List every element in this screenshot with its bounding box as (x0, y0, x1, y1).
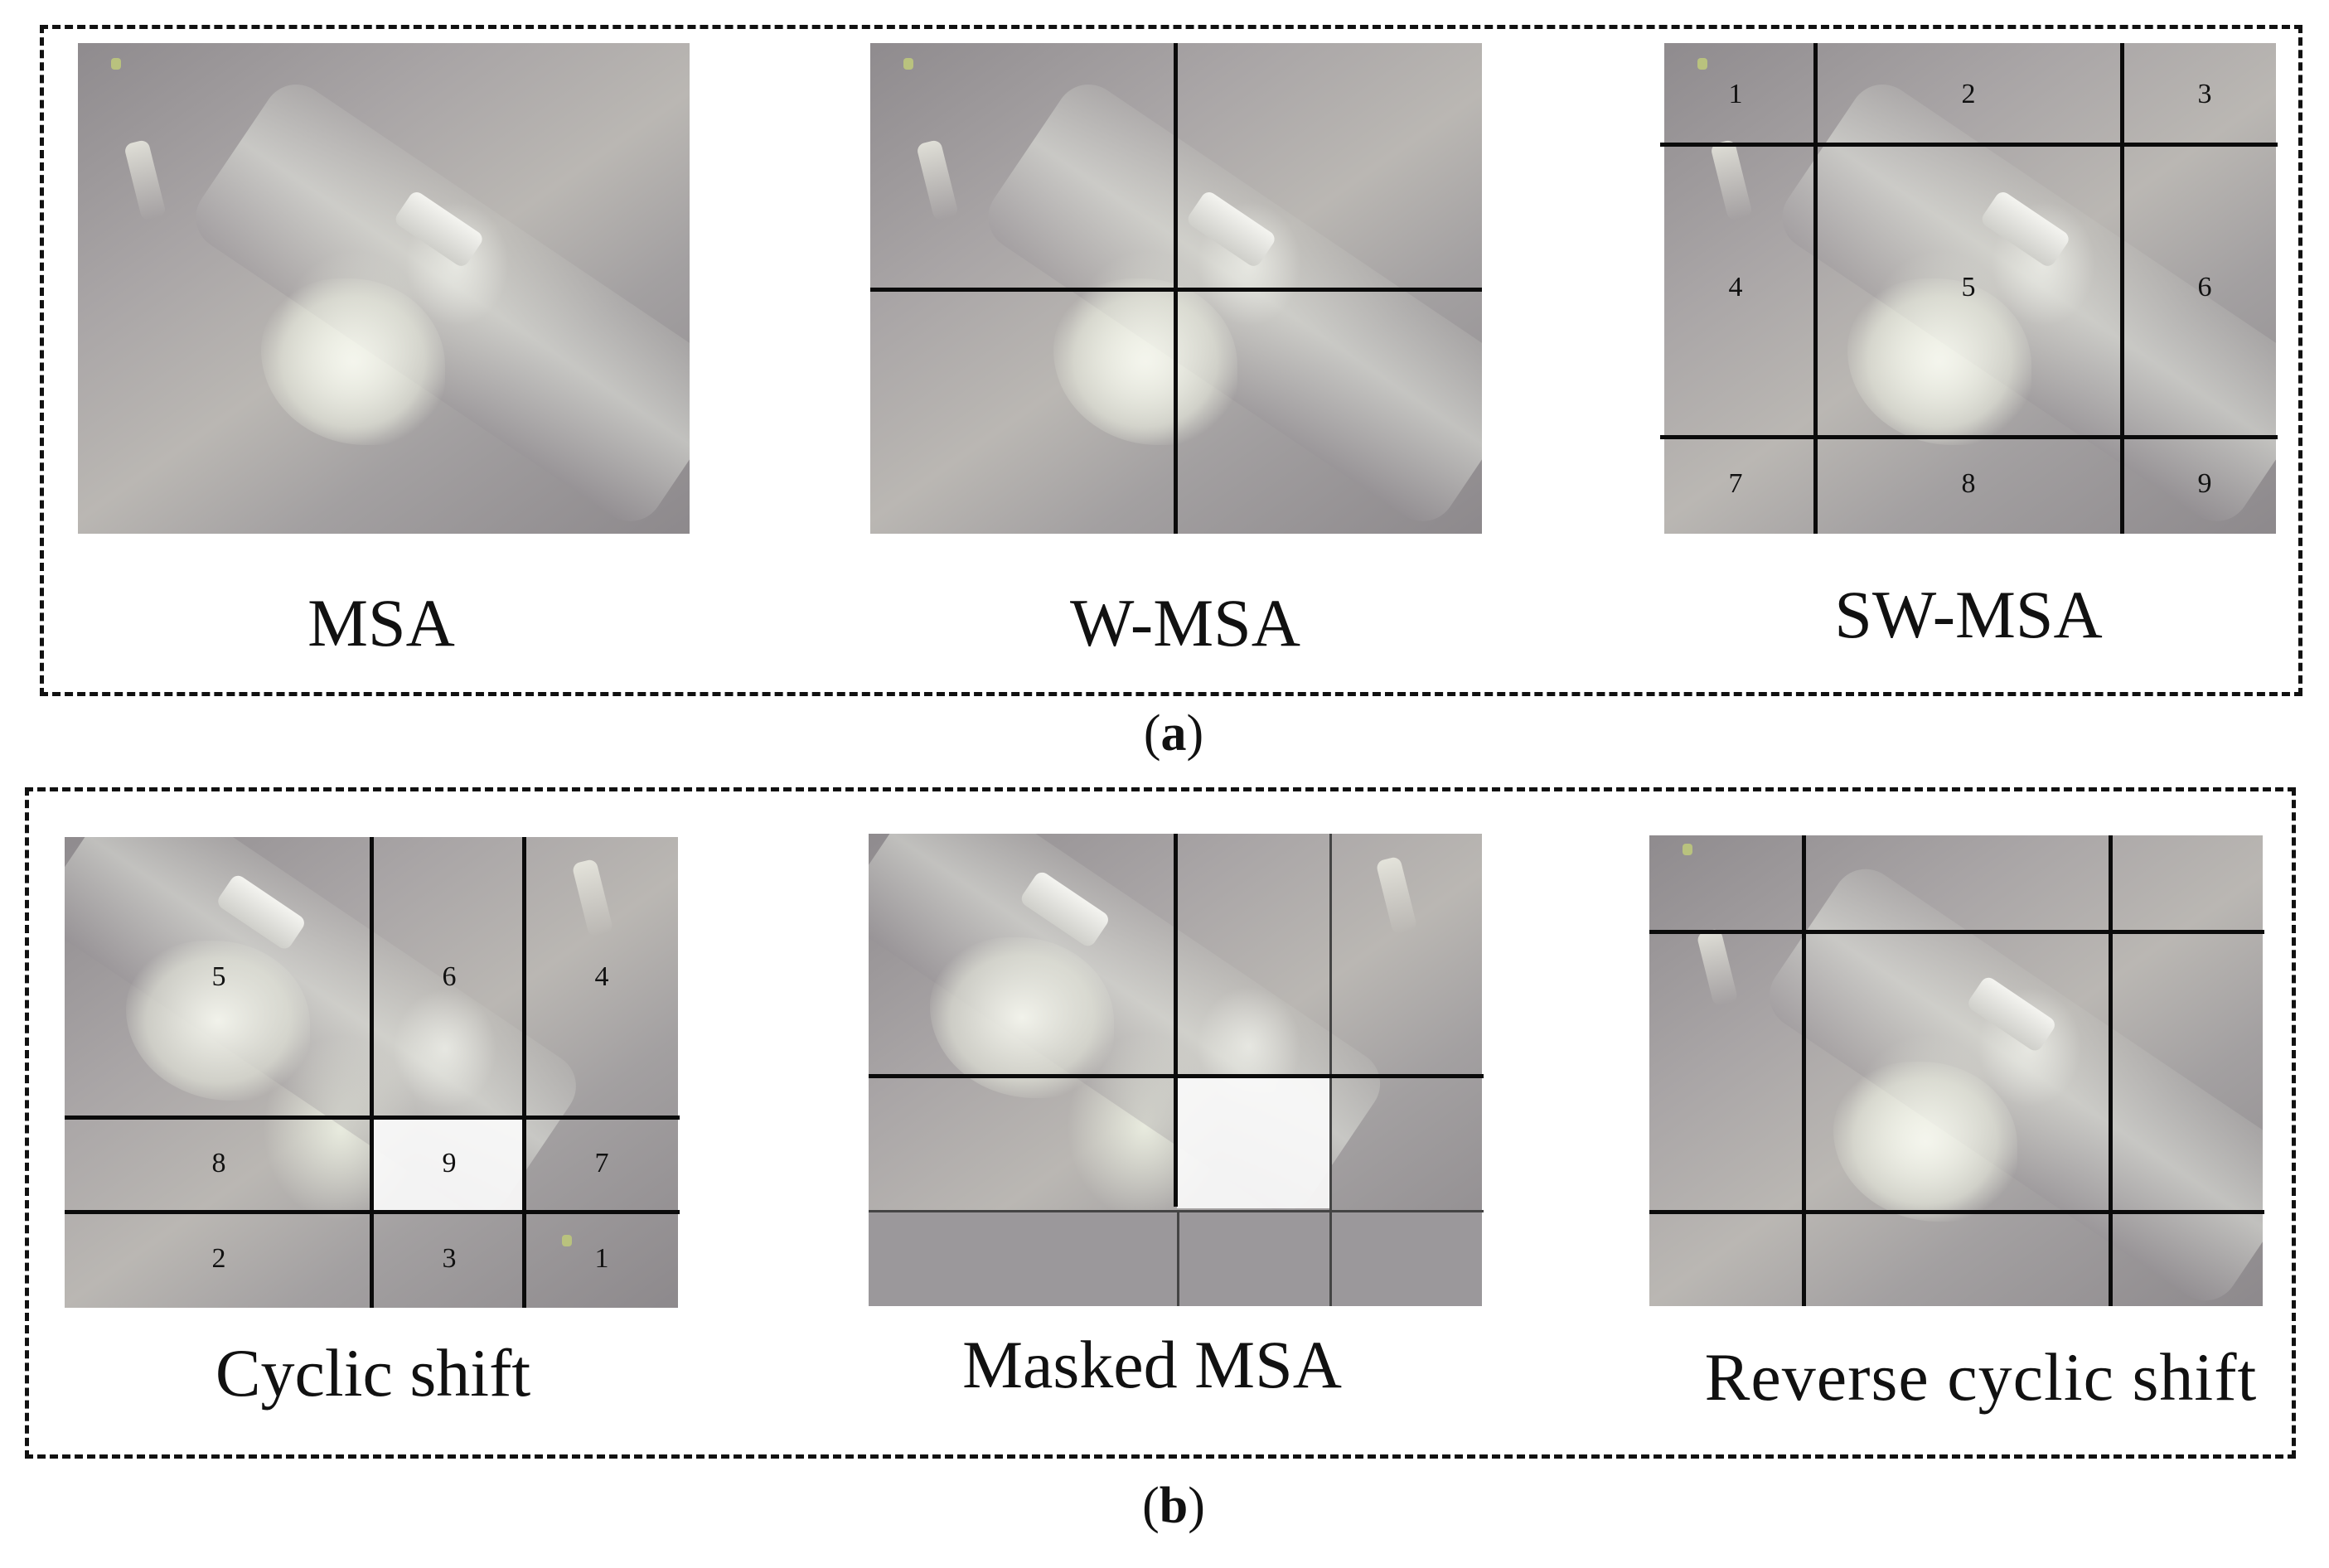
swmsa-window-3: 3 (2197, 79, 2212, 109)
reverse-divider-v1 (1802, 835, 1806, 1306)
cyclic-window-7: 7 (594, 1148, 609, 1178)
reverse-divider-h2 (1649, 1210, 2264, 1214)
swmsa-window-2: 2 (1961, 79, 1976, 109)
masked-msa-bottom-band (869, 1210, 1482, 1306)
caption-masked-msa: Masked MSA (962, 1327, 1342, 1402)
swmsa-window-8: 8 (1961, 468, 1976, 499)
masked-divider-v1 (1174, 834, 1178, 1207)
swmsa-divider-h2 (1660, 435, 2278, 439)
swmsa-divider-v2 (2120, 43, 2124, 534)
masked-divider-h2 (869, 1210, 1484, 1212)
masked-divider-v1-lower (1177, 1210, 1179, 1306)
masked-divider-v2 (1329, 834, 1332, 1306)
caption-wmsa: W-MSA (1070, 585, 1300, 661)
swmsa-window-9: 9 (2197, 468, 2212, 499)
cyclic-shift-highlight (373, 1119, 524, 1212)
panel-b-box (25, 787, 2296, 1459)
caption-cyclic-shift: Cyclic shift (215, 1335, 531, 1411)
caption-msa: MSA (307, 585, 455, 661)
cyclic-window-3: 3 (442, 1243, 457, 1274)
swmsa-image (1664, 43, 2276, 534)
panel-a-box (40, 25, 2302, 696)
cyclic-divider-h2 (65, 1210, 680, 1214)
swmsa-window-7: 7 (1728, 468, 1743, 499)
caption-reverse-cyclic-shift: Reverse cyclic shift (1704, 1339, 2258, 1415)
reverse-divider-h1 (1649, 930, 2264, 934)
cyclic-window-8: 8 (211, 1148, 226, 1178)
cyclic-window-5: 5 (211, 961, 226, 992)
cyclic-window-4: 4 (594, 961, 609, 992)
swmsa-window-5: 5 (1961, 272, 1976, 302)
cyclic-divider-h1 (65, 1116, 680, 1120)
masked-divider-h1 (869, 1074, 1484, 1078)
cyclic-window-9: 9 (442, 1148, 457, 1178)
cyclic-window-1: 1 (594, 1243, 609, 1274)
swmsa-divider-v1 (1813, 43, 1818, 534)
panel-letter-b: (b) (1142, 1478, 1205, 1534)
reverse-divider-v2 (2109, 835, 2113, 1306)
swmsa-window-4: 4 (1728, 272, 1743, 302)
msa-image (78, 43, 690, 534)
cyclic-divider-v2 (522, 837, 526, 1308)
wmsa-divider-h (870, 288, 1482, 292)
cyclic-window-6: 6 (442, 961, 457, 992)
cyclic-window-2: 2 (211, 1243, 226, 1274)
cyclic-divider-v1 (370, 837, 374, 1308)
panel-letter-a: (a) (1143, 705, 1204, 762)
swmsa-divider-h1 (1660, 143, 2278, 147)
masked-msa-highlight (1177, 1077, 1331, 1208)
swmsa-window-1: 1 (1728, 79, 1743, 109)
caption-swmsa: SW-MSA (1834, 577, 2103, 652)
swmsa-window-6: 6 (2197, 272, 2212, 302)
reverse-cyclic-shift-image (1649, 835, 2263, 1306)
